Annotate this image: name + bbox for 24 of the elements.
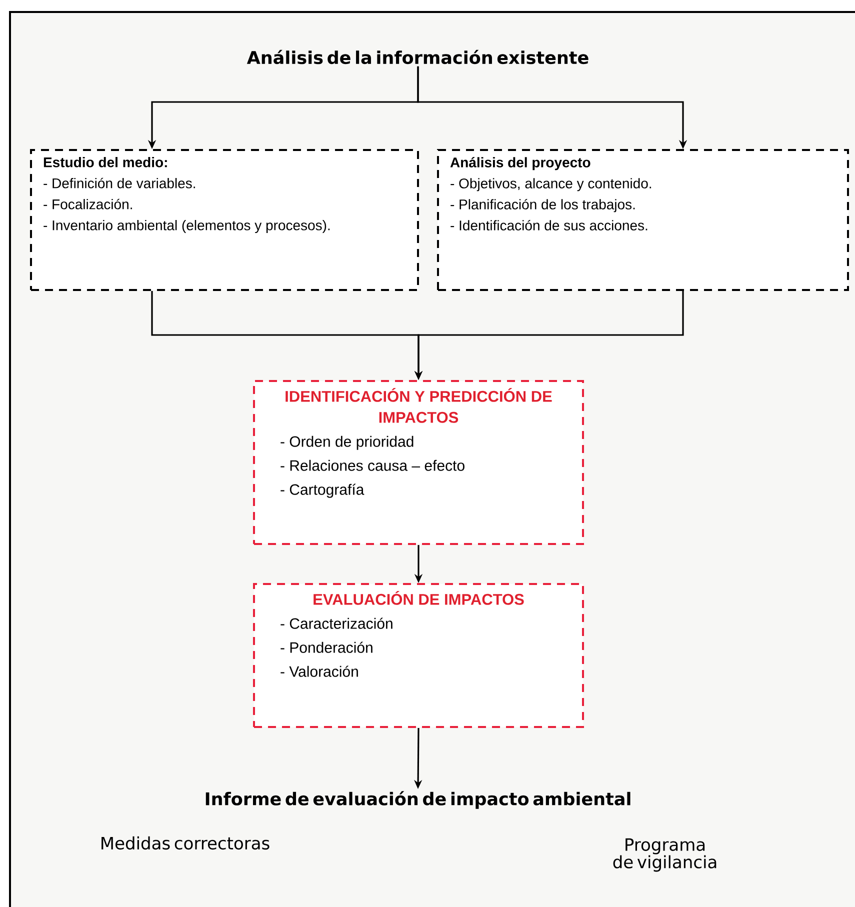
list-item: - Orden de prioridad (280, 436, 414, 450)
list-item: - Planificación de los trabajos. (450, 198, 635, 212)
list-item: - Ponderación (280, 642, 372, 653)
process-box (253, 583, 584, 728)
box-heading: Estudio del medio: (44, 157, 167, 168)
process-box (253, 380, 584, 545)
list-item: - Identificación de sus acciones. (450, 220, 648, 230)
list-item: - Objetivos, alcance y contenido. (450, 178, 652, 192)
list-item: - Definición de variables. (44, 178, 195, 188)
heading: Análisis de la información existente (246, 50, 588, 64)
output-label: Programa de vigilancia (613, 838, 716, 872)
list-item: - Valoración (280, 666, 358, 677)
box-heading: Análisis del proyecto (450, 157, 590, 170)
list-item: - Focalización. (44, 198, 132, 210)
box-heading: IDENTIFICACIÓN Y PREDICCIÓN DE IMPACTOS (286, 388, 552, 423)
box-heading: EVALUACIÓN DE IMPACTOS (314, 591, 524, 605)
list-item: - Cartografía (280, 484, 364, 498)
list-item: - Relaciones causa – efecto (280, 460, 464, 471)
list-item: - Caracterización (280, 618, 392, 629)
list-item: - Inventario ambiental (elementos y procesos). (44, 220, 330, 234)
process-box (30, 149, 419, 291)
process-box (437, 149, 849, 291)
output-label: Medidas correctoras (102, 836, 270, 850)
heading: Informe de evaluación de impacto ambiental (206, 791, 630, 809)
